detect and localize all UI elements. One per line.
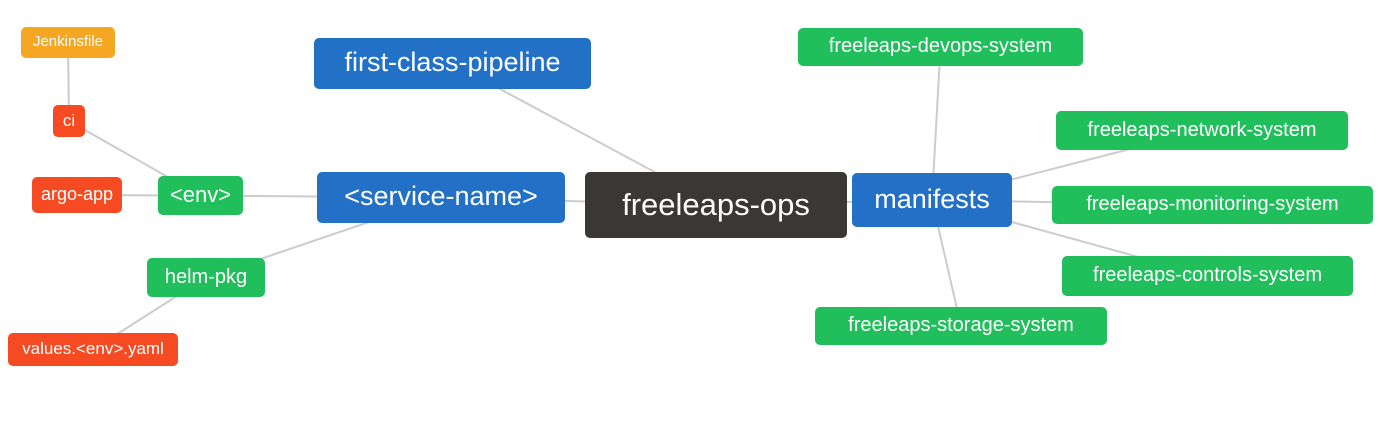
node-env[interactable]: <env> [158,176,243,215]
node-ci[interactable]: ci [53,105,85,137]
node-freeleaps-storage-system[interactable]: freeleaps-storage-system [815,307,1107,345]
node-freeleaps-controls-system[interactable]: freeleaps-controls-system [1062,256,1353,296]
node-first-class-pipeline[interactable]: first-class-pipeline [314,38,591,89]
node-values-env-yaml[interactable]: values.<env>.yaml [8,333,178,366]
node-freeleaps-monitoring-system[interactable]: freeleaps-monitoring-system [1052,186,1373,224]
node-freeleaps-network-system[interactable]: freeleaps-network-system [1056,111,1348,150]
node-helm-pkg[interactable]: helm-pkg [147,258,265,297]
node-service-name[interactable]: <service-name> [317,172,565,223]
node-argo-app[interactable]: argo-app [32,177,122,213]
node-jenkinsfile[interactable]: Jenkinsfile [21,27,115,58]
node-freeleaps-ops[interactable]: freeleaps-ops [585,172,847,238]
node-freeleaps-devops-system[interactable]: freeleaps-devops-system [798,28,1083,66]
node-manifests[interactable]: manifests [852,173,1012,227]
